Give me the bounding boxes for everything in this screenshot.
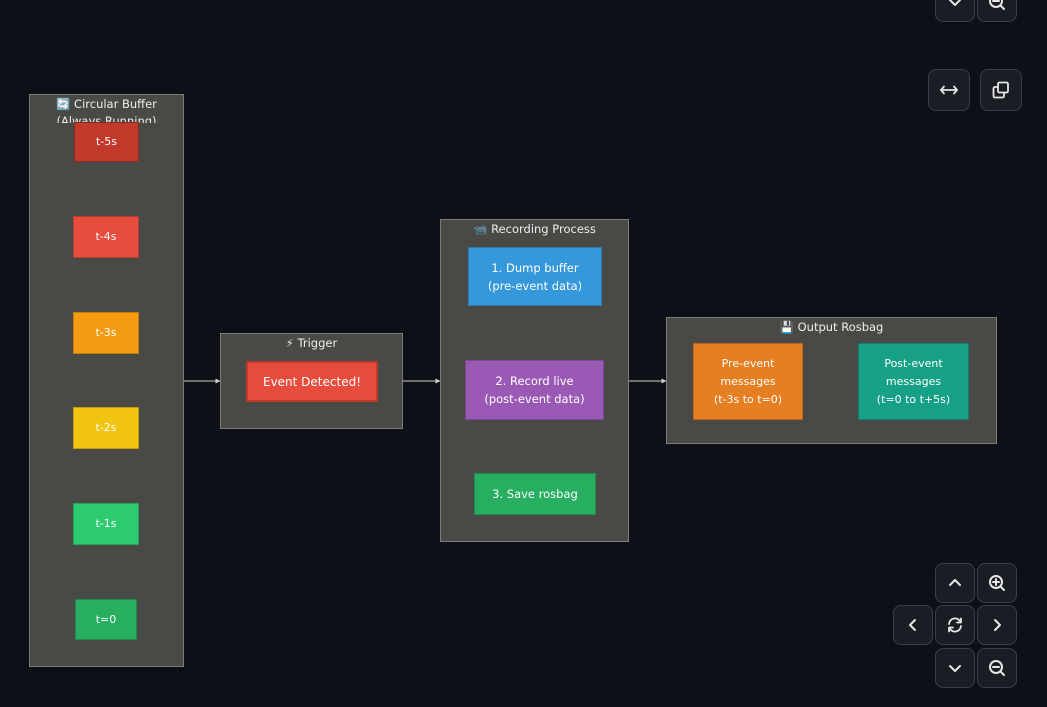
zoom-out-button[interactable] bbox=[977, 648, 1017, 688]
node-t-3s[interactable]: t-3s bbox=[73, 312, 139, 354]
node-t-2s[interactable]: t-2s bbox=[73, 407, 139, 449]
node-post-event-messages[interactable]: Post-event messages (t=0 to t+5s) bbox=[858, 343, 969, 420]
zoom-in-button[interactable] bbox=[977, 563, 1017, 603]
cluster-circular-buffer: 🔄 Circular Buffer (Always Running) bbox=[29, 94, 184, 667]
fit-width-icon bbox=[940, 85, 958, 95]
cluster-title-recording-process: 📹 Recording Process bbox=[473, 222, 596, 236]
cluster-title-output-rosbag: 💾 Output Rosbag bbox=[779, 320, 884, 334]
chevron-up-icon bbox=[949, 579, 961, 586]
zoom-out-icon bbox=[989, 660, 1005, 676]
fit-width-button[interactable] bbox=[928, 69, 970, 111]
cluster-title-circular-buffer: 🔄 Circular Buffer (Always Running) bbox=[56, 97, 157, 123]
chevron-down-icon bbox=[949, 0, 961, 6]
pan-down-button-top[interactable] bbox=[935, 0, 975, 22]
pan-down-button[interactable] bbox=[935, 648, 975, 688]
pan-left-button[interactable] bbox=[893, 605, 933, 645]
zoom-in-icon bbox=[989, 575, 1005, 591]
node-event-detected[interactable]: Event Detected! bbox=[246, 361, 378, 402]
chevron-down-icon bbox=[949, 665, 961, 672]
node-t-0[interactable]: t=0 bbox=[75, 599, 137, 640]
copy-button[interactable] bbox=[980, 69, 1022, 111]
node-t-1s[interactable]: t-1s bbox=[73, 503, 139, 545]
node-t-5s[interactable]: t-5s bbox=[74, 122, 139, 162]
node-record-live[interactable]: 2. Record live (post-event data) bbox=[465, 360, 604, 420]
zoom-out-icon bbox=[989, 0, 1005, 10]
node-pre-event-messages[interactable]: Pre-event messages (t-3s to t=0) bbox=[693, 343, 803, 420]
node-t-4s[interactable]: t-4s bbox=[73, 216, 139, 258]
node-dump-buffer[interactable]: 1. Dump buffer (pre-event data) bbox=[468, 247, 602, 306]
chevron-right-icon bbox=[994, 619, 1001, 631]
cluster-title-trigger: ⚡ Trigger bbox=[285, 336, 338, 350]
reset-icon bbox=[948, 617, 962, 633]
reset-view-button[interactable] bbox=[935, 605, 975, 645]
node-save-rosbag[interactable]: 3. Save rosbag bbox=[474, 473, 596, 515]
copy-icon bbox=[992, 81, 1009, 99]
pan-up-button[interactable] bbox=[935, 563, 975, 603]
chevron-left-icon bbox=[909, 619, 916, 631]
zoom-out-button-top[interactable] bbox=[977, 0, 1017, 22]
pan-right-button[interactable] bbox=[977, 605, 1017, 645]
